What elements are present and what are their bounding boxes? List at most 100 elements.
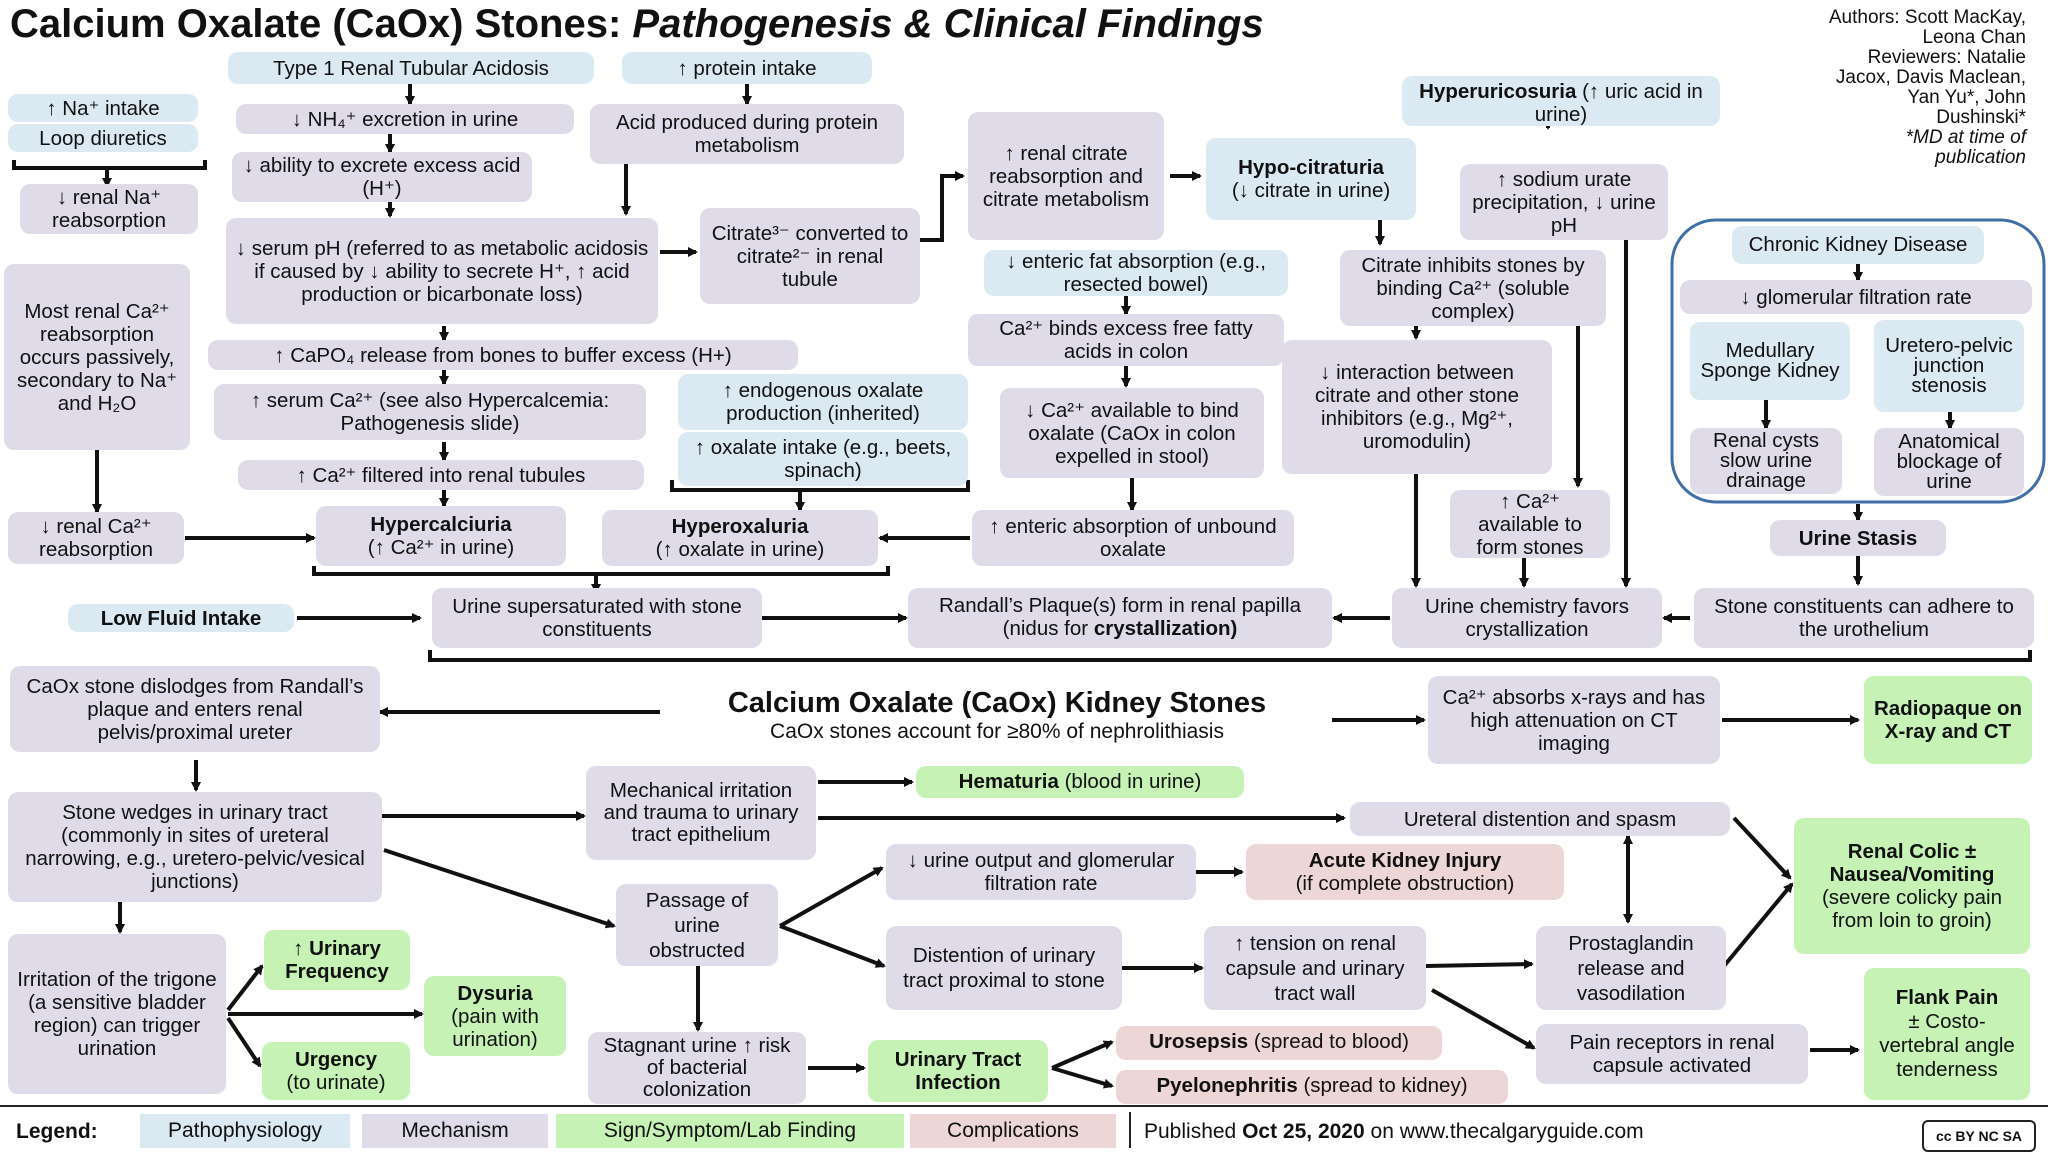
urosepsis-sub: (spread to blood) bbox=[1253, 1030, 1409, 1053]
serum-ca-box: ↑ serum Ca²⁺ (see also Hypercalcemia: Pa… bbox=[214, 384, 646, 440]
renal-citrate-box: ↑ renal citrate reabsorption and citrate… bbox=[968, 112, 1164, 240]
excrete-acid-box: ↓ ability to excrete excess acid (H⁺) bbox=[232, 152, 532, 202]
aki-box: Acute Kidney Injury (if complete obstruc… bbox=[1246, 844, 1564, 900]
published-line: Published Oct 25, 2020 on www.thecalgary… bbox=[1144, 1120, 1644, 1144]
caox-subtitle: CaOx stones account for ≥80% of nephroli… bbox=[770, 720, 1224, 743]
author-line: Leona Chan bbox=[1922, 27, 2026, 48]
most-renal-ca-box: Most renal Ca²⁺ reabsorption occurs pass… bbox=[4, 264, 190, 450]
legend-label: Legend: bbox=[16, 1120, 98, 1143]
radiopaque-box: Radiopaque on X-ray and CT bbox=[1864, 676, 2032, 764]
hematuria-label: Hematuria bbox=[958, 770, 1059, 793]
author-line: *MD at time of bbox=[1905, 127, 2026, 148]
author-line: Dushinski* bbox=[1936, 107, 2026, 128]
pyelonephritis-sub: (spread to kidney) bbox=[1303, 1074, 1468, 1097]
caox-center-title: Calcium Oxalate (CaOx) Kidney Stones CaO… bbox=[664, 680, 1330, 752]
hyperoxaluria-box: Hyperoxaluria (↑ oxalate in urine) bbox=[602, 510, 878, 566]
cc-license-badge[interactable]: cc BY NC SA bbox=[1922, 1120, 2036, 1152]
published-suffix: on www.thecalgaryguide.com bbox=[1370, 1120, 1644, 1143]
hematuria-sub: (blood in urine) bbox=[1064, 770, 1202, 793]
citrate-inhibits-box: Citrate inhibits stones by binding Ca²⁺ … bbox=[1340, 250, 1606, 326]
interaction-box: ↓ interaction between citrate and other … bbox=[1282, 340, 1552, 474]
flank-pain-sub: ± Costo-vertebral angle tenderness bbox=[1879, 1010, 2015, 1081]
hypercalciuria-box: Hypercalciuria (↑ Ca²⁺ in urine) bbox=[316, 506, 566, 566]
cc-license-text: cc BY NC SA bbox=[1935, 1128, 2023, 1144]
renal-cysts-box: Renal cysts slow urine drainage bbox=[1690, 428, 1842, 494]
uti-box: Urinary Tract Infection bbox=[868, 1040, 1048, 1102]
na-intake-box: ↑ Na⁺ intake bbox=[8, 94, 198, 122]
absorbs-xray-box: Ca²⁺ absorbs x-rays and has high attenua… bbox=[1428, 676, 1720, 764]
aki-sub: (if complete obstruction) bbox=[1295, 872, 1515, 895]
dysuria-box: Dysuria (pain with urination) bbox=[424, 976, 566, 1056]
flank-pain-box: Flank Pain ± Costo-vertebral angle tende… bbox=[1864, 968, 2030, 1100]
capo4-box: ↑ CaPO₄ release from bones to buffer exc… bbox=[208, 340, 798, 370]
hyperuricosuria-box: Hyperuricosuria (↑ uric acid in urine) bbox=[1402, 76, 1720, 126]
renal-colic-sub: (severe colicky pain from loin to groin) bbox=[1821, 886, 2002, 932]
dysuria-label: Dysuria bbox=[457, 981, 533, 1005]
rta-box: Type 1 Renal Tubular Acidosis bbox=[228, 52, 594, 84]
title-main: Calcium Oxalate (CaOx) Stones: bbox=[10, 2, 622, 46]
urosepsis-label: Urosepsis bbox=[1149, 1030, 1249, 1053]
urine-stasis-box: Urine Stasis bbox=[1770, 520, 1946, 556]
published-date: Oct 25, 2020 bbox=[1242, 1120, 1365, 1143]
urine-supersaturated-box: Urine supersaturated with stone constitu… bbox=[432, 588, 762, 648]
author-line: Reviewers: Natalie bbox=[1867, 47, 2026, 68]
author-line: Yan Yu*, John bbox=[1907, 87, 2026, 108]
randalls-plaque-box: Randall’s Plaque(s) form in renal papill… bbox=[908, 588, 1332, 648]
hematuria-box: Hematuria (blood in urine) bbox=[916, 766, 1244, 798]
hypocitraturia-box: Hypo-citraturia (↓ citrate in urine) bbox=[1206, 138, 1416, 220]
protein-intake-box: ↑ protein intake bbox=[622, 52, 872, 84]
hypocitraturia-sub: (↓ citrate in urine) bbox=[1231, 179, 1391, 202]
hypercalciuria-label: Hypercalciuria bbox=[370, 513, 512, 536]
pyelonephritis-box: Pyelonephritis (spread to kidney) bbox=[1116, 1070, 1508, 1104]
medullary-sponge-box: Medullary Sponge Kidney bbox=[1690, 322, 1850, 400]
legend-mechanism: Mechanism bbox=[362, 1114, 548, 1148]
randalls-text: Randall’s Plaque(s) form in renal papill… bbox=[939, 594, 1301, 640]
stone-wedges-box: Stone wedges in urinary tract (commonly … bbox=[8, 792, 382, 902]
ca-available-stones-box: ↑ Ca²⁺ available to form stones bbox=[1450, 490, 1610, 559]
hyperoxaluria-sub: (↑ oxalate in urine) bbox=[655, 538, 825, 561]
page-title: Calcium Oxalate (CaOx) Stones: Pathogene… bbox=[10, 2, 1264, 47]
hypocitraturia-label: Hypo-citraturia bbox=[1238, 156, 1384, 179]
prostaglandin-box: Prostaglandin release and vasodilation bbox=[1536, 926, 1726, 1010]
mechanical-irritation-box: Mechanical irritation and trauma to urin… bbox=[586, 766, 816, 860]
ca-binds-fatty-acids-box: Ca²⁺ binds excess free fatty acids in co… bbox=[968, 314, 1284, 366]
nh4-excretion-box: ↓ NH₄⁺ excretion in urine bbox=[236, 104, 574, 134]
tension-capsule-box: ↑ tension on renal capsule and urinary t… bbox=[1204, 926, 1426, 1010]
urgency-sub: (to urinate) bbox=[286, 1071, 386, 1094]
hyperuricosuria-sub: (↑ uric acid in urine) bbox=[1534, 80, 1703, 126]
passage-obstructed-box: Passage of urine obstructed bbox=[616, 884, 778, 966]
stagnant-urine-box: Stagnant urine ↑ risk of bacterial colon… bbox=[588, 1032, 806, 1104]
legend-pathophysiology: Pathophysiology bbox=[140, 1114, 350, 1148]
author-line: Authors: Scott MacKay, bbox=[1828, 7, 2026, 28]
urinary-frequency-box: ↑ Urinary Frequency bbox=[264, 930, 410, 990]
title-italic: Pathogenesis & Clinical Findings bbox=[632, 2, 1264, 46]
ureteral-distention-box: Ureteral distention and spasm bbox=[1350, 802, 1730, 836]
sodium-urate-box: ↑ sodium urate precipitation, ↓ urine pH bbox=[1460, 164, 1668, 240]
urine-output-box: ↓ urine output and glomerular filtration… bbox=[886, 844, 1196, 900]
dysuria-sub: (pain with urination) bbox=[451, 1004, 539, 1051]
citrate-converted-box: Citrate³⁻ converted to citrate²⁻ in rena… bbox=[700, 208, 920, 304]
urgency-box: Urgency (to urinate) bbox=[262, 1042, 410, 1100]
acid-produced-box: Acid produced during protein metabolism bbox=[590, 104, 904, 164]
urosepsis-box: Urosepsis (spread to blood) bbox=[1116, 1026, 1442, 1060]
author-line: Jacox, Davis Maclean, bbox=[1835, 67, 2026, 88]
ca-available-colon-box: ↓ Ca²⁺ available to bind oxalate (CaOx i… bbox=[1000, 388, 1264, 478]
pyelonephritis-label: Pyelonephritis bbox=[1156, 1074, 1298, 1097]
endogenous-oxalate-box: ↑ endogenous oxalate production (inherit… bbox=[678, 374, 968, 430]
published-prefix: Published bbox=[1144, 1120, 1237, 1143]
low-fluid-intake-box: Low Fluid Intake bbox=[68, 604, 294, 632]
legend-sign-symptom: Sign/Symptom/Lab Finding bbox=[556, 1114, 904, 1148]
renal-colic-box: Renal Colic ± Nausea/Vomiting (severe co… bbox=[1794, 818, 2030, 954]
gfr-box: ↓ glomerular filtration rate bbox=[1680, 280, 2032, 314]
hyperoxaluria-label: Hyperoxaluria bbox=[671, 515, 809, 538]
randalls-bold: crystallization) bbox=[1093, 617, 1238, 640]
upj-stenosis-box: Uretero-pelvic junction stenosis bbox=[1874, 320, 2024, 412]
serum-ph-box: ↓ serum pH (referred to as metabolic aci… bbox=[226, 218, 658, 324]
ca-filtered-box: ↑ Ca²⁺ filtered into renal tubules bbox=[238, 460, 644, 490]
ckd-box: Chronic Kidney Disease bbox=[1732, 226, 1984, 264]
legend-complications: Complications bbox=[910, 1114, 1116, 1148]
hyperuricosuria-label: Hyperuricosuria bbox=[1419, 80, 1577, 103]
irritation-trigone-box: Irritation of the trigone (a sensitive b… bbox=[8, 934, 226, 1094]
pain-receptors-box: Pain receptors in renal capsule activate… bbox=[1536, 1024, 1808, 1084]
